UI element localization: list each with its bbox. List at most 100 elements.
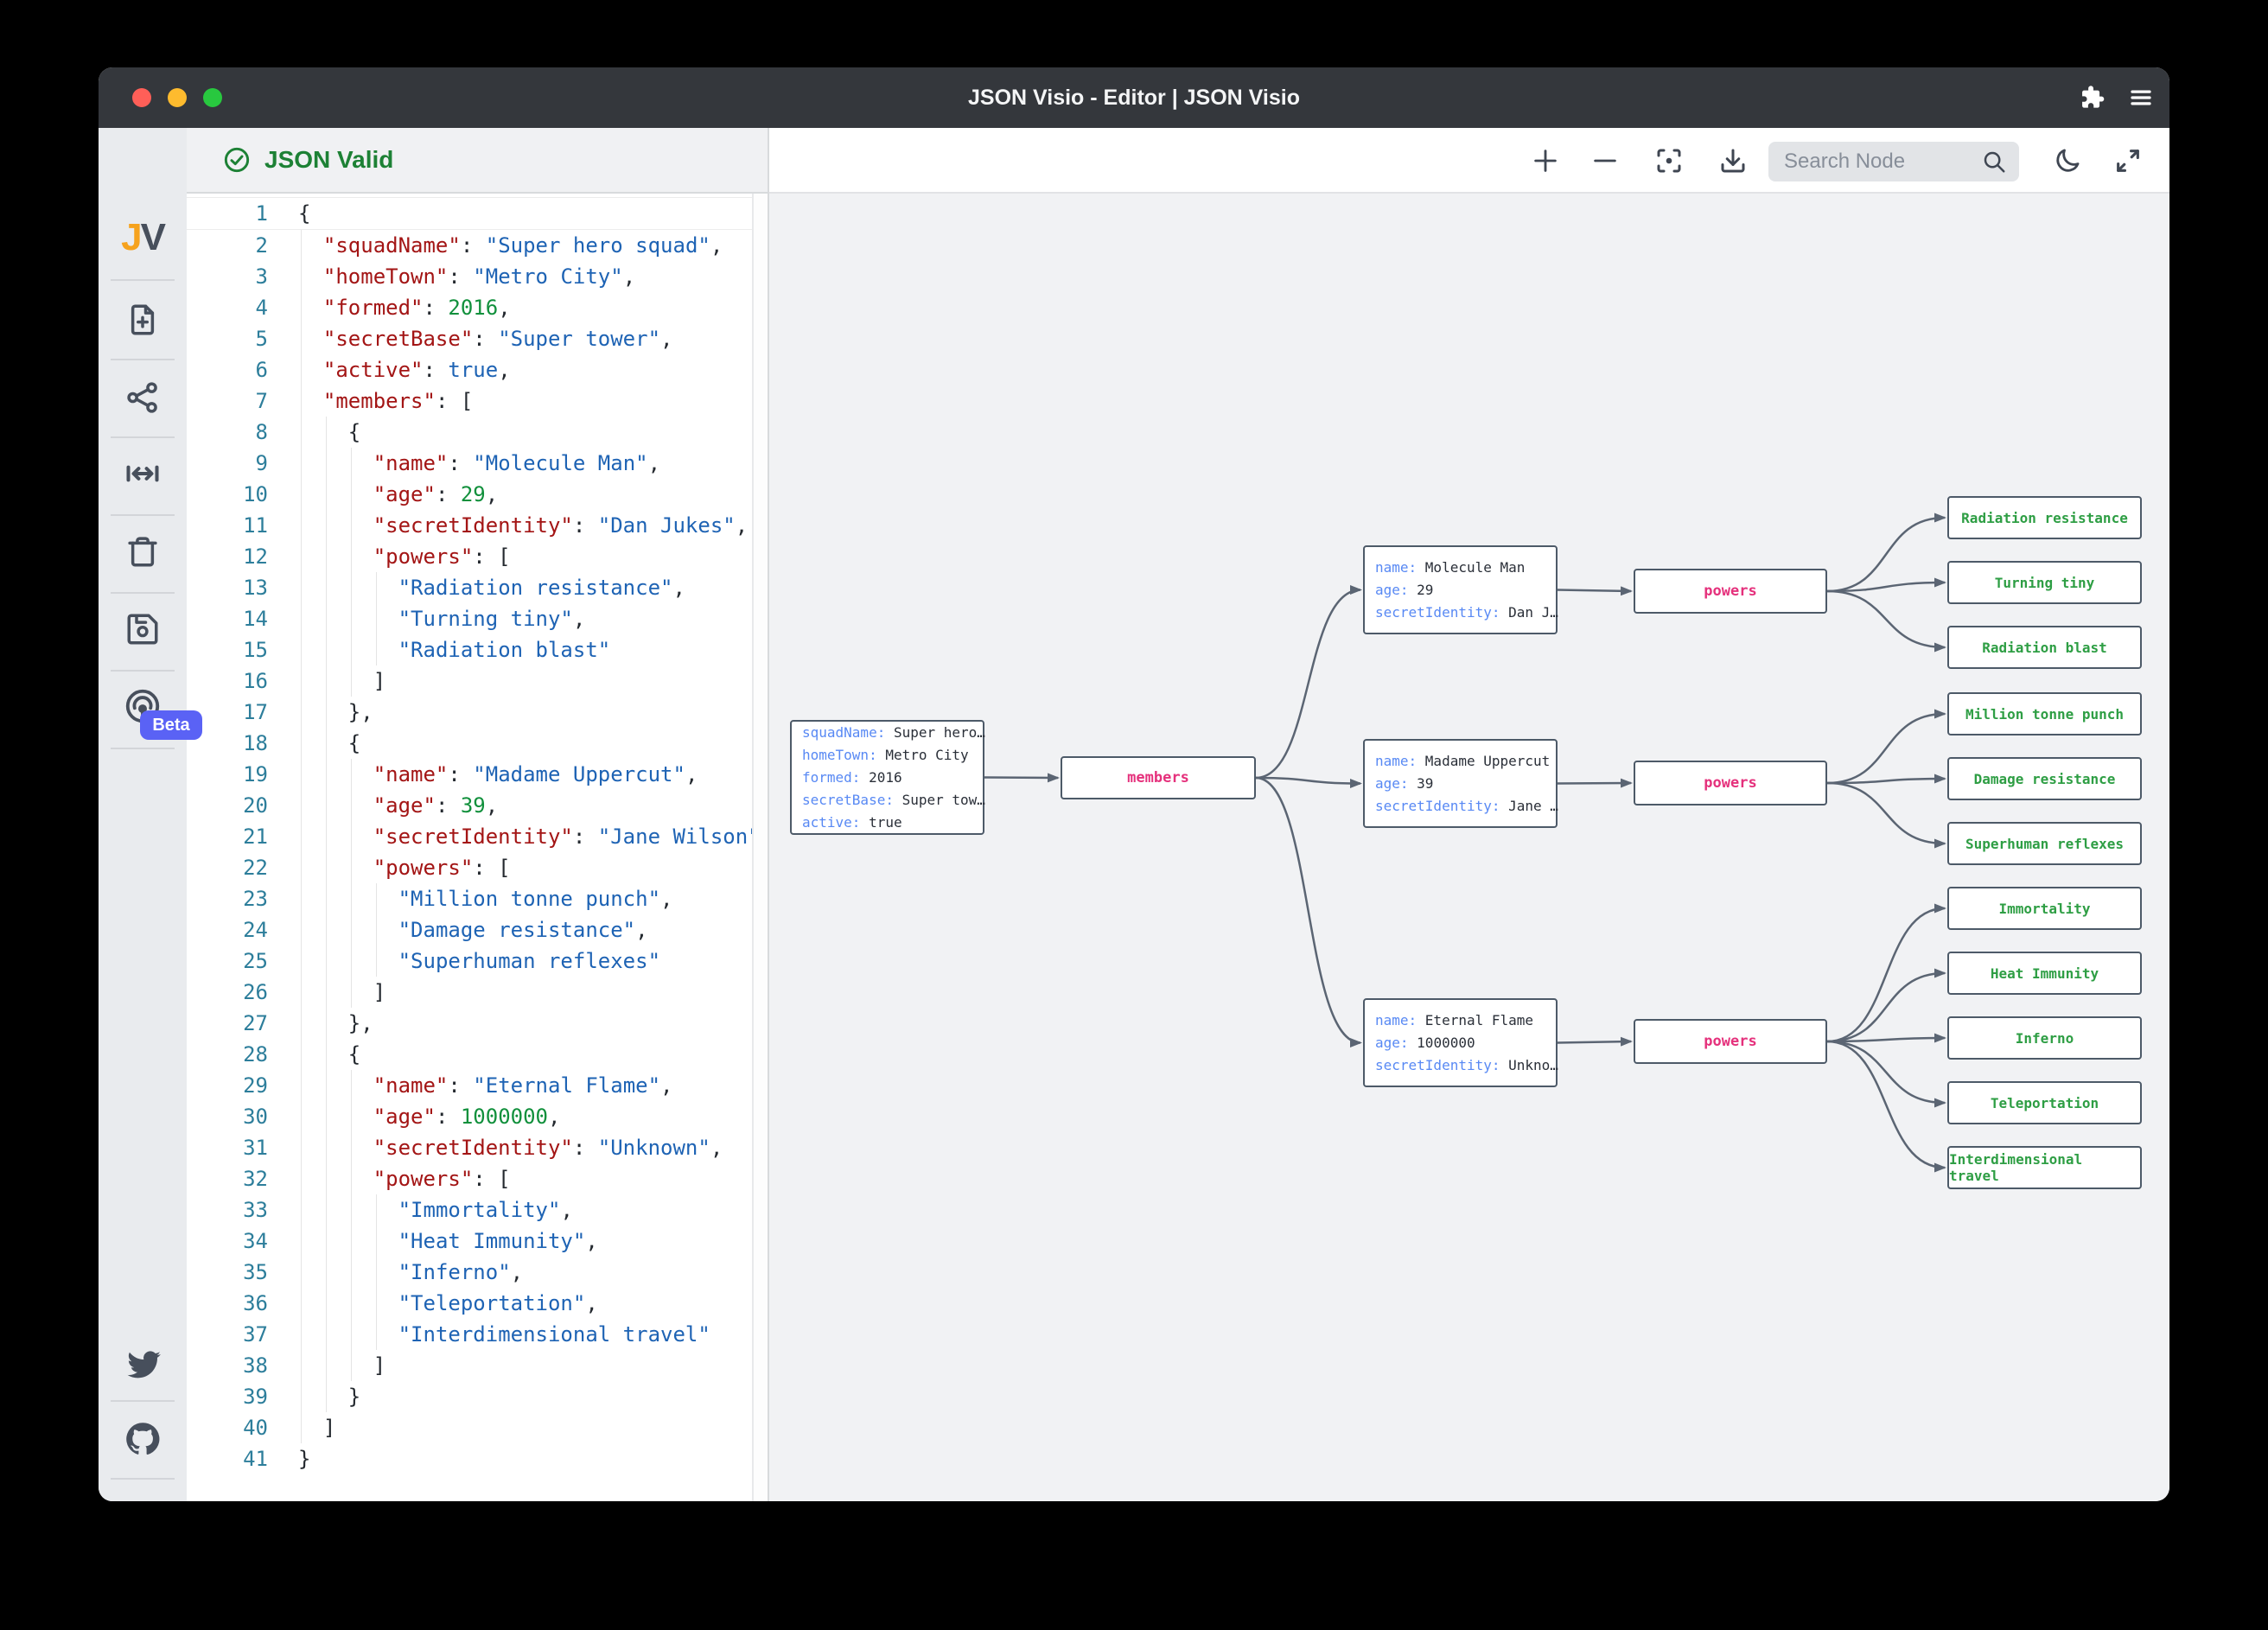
- graph-canvas[interactable]: squadName: Super hero…homeTown: Metro Ci…: [769, 194, 2169, 1501]
- graph-node-l11[interactable]: Interdimensional travel: [1947, 1146, 2142, 1189]
- line-number: 25: [243, 949, 268, 973]
- editor-scrollbar[interactable]: [752, 194, 768, 1501]
- zoom-window-button[interactable]: [203, 88, 222, 107]
- indent-guide: [301, 1288, 302, 1319]
- share-icon[interactable]: [99, 372, 187, 423]
- graph-node-members[interactable]: members: [1061, 756, 1256, 799]
- twitter-icon[interactable]: [99, 1337, 187, 1389]
- center-focus-button[interactable]: [1648, 140, 1690, 181]
- code-line-9[interactable]: 9"name": "Molecule Man",: [187, 448, 768, 479]
- code-line-23[interactable]: 23"Million tonne punch",: [187, 883, 768, 914]
- code-line-4[interactable]: 4 "formed": 2016,: [187, 292, 768, 323]
- graph-node-l4[interactable]: Million tonne punch: [1947, 692, 2142, 735]
- code-line-10[interactable]: 10"age": 29,: [187, 479, 768, 510]
- github-icon[interactable]: [99, 1413, 187, 1465]
- code-line-22[interactable]: 22"powers": [: [187, 852, 768, 883]
- indent-guide: [301, 417, 302, 448]
- graph-node-p2[interactable]: powers: [1634, 761, 1827, 805]
- code-line-27[interactable]: 27},: [187, 1008, 768, 1039]
- code-line-11[interactable]: 11"secretIdentity": "Dan Jukes",: [187, 510, 768, 541]
- code-line-26[interactable]: 26]: [187, 977, 768, 1008]
- code-line-33[interactable]: 33"Immortality",: [187, 1194, 768, 1226]
- new-document-icon[interactable]: [99, 294, 187, 346]
- code-line-18[interactable]: 18{: [187, 728, 768, 759]
- browser-menu-icon[interactable]: [2128, 85, 2154, 111]
- code-line-2[interactable]: 2"squadName": "Super hero squad",: [187, 230, 768, 261]
- code-line-35[interactable]: 35"Inferno",: [187, 1257, 768, 1288]
- code-line-38[interactable]: 38]: [187, 1350, 768, 1381]
- search-icon[interactable]: [1981, 149, 2007, 175]
- code-line-15[interactable]: 15"Radiation blast": [187, 634, 768, 665]
- code-line-17[interactable]: 17},: [187, 697, 768, 728]
- graph-node-l2[interactable]: Turning tiny: [1947, 561, 2142, 604]
- code-line-40[interactable]: 40]: [187, 1412, 768, 1443]
- extension-puzzle-icon[interactable]: [2078, 84, 2106, 111]
- zoom-out-button[interactable]: [1584, 140, 1626, 181]
- code-line-8[interactable]: 8{: [187, 417, 768, 448]
- close-window-button[interactable]: [132, 88, 151, 107]
- code-text: },: [347, 700, 373, 724]
- code-line-41[interactable]: 41}: [187, 1443, 768, 1474]
- line-number: 11: [243, 513, 268, 538]
- graph-node-p1[interactable]: powers: [1634, 569, 1827, 614]
- code-line-36[interactable]: 36"Teleportation",: [187, 1288, 768, 1319]
- save-icon[interactable]: [99, 603, 187, 655]
- code-line-34[interactable]: 34"Heat Immunity",: [187, 1226, 768, 1257]
- indent-guide: [301, 603, 302, 634]
- code-line-6[interactable]: 6"active": true,: [187, 354, 768, 385]
- code-text: "formed": 2016,: [322, 296, 511, 320]
- code-line-31[interactable]: 31"secretIdentity": "Unknown",: [187, 1132, 768, 1163]
- search-node-input[interactable]: [1768, 150, 1981, 174]
- graph-node-p3[interactable]: powers: [1634, 1019, 1827, 1064]
- code-line-25[interactable]: 25"Superhuman reflexes": [187, 946, 768, 977]
- patreon-icon[interactable]: [99, 1491, 187, 1501]
- code-line-1[interactable]: 1{: [187, 197, 768, 230]
- code-line-28[interactable]: 28{: [187, 1039, 768, 1070]
- line-number: 4: [255, 296, 268, 320]
- code-text: {: [347, 420, 361, 444]
- code-line-21[interactable]: 21"secretIdentity": "Jane Wilson",: [187, 821, 768, 852]
- code-line-7[interactable]: 7"members": [: [187, 385, 768, 417]
- delete-icon[interactable]: [99, 525, 187, 577]
- panel-divider[interactable]: [768, 128, 769, 1501]
- line-number: 2: [255, 233, 268, 258]
- minimize-window-button[interactable]: [168, 88, 187, 107]
- code-line-30[interactable]: 30"age": 1000000,: [187, 1101, 768, 1132]
- graph-node-l10[interactable]: Teleportation: [1947, 1081, 2142, 1124]
- graph-node-root[interactable]: squadName: Super hero…homeTown: Metro Ci…: [790, 720, 985, 835]
- download-button[interactable]: [1712, 140, 1754, 181]
- graph-node-l6[interactable]: Superhuman reflexes: [1947, 822, 2142, 865]
- graph-node-l5[interactable]: Damage resistance: [1947, 757, 2142, 800]
- node-label: Radiation resistance: [1961, 509, 2128, 526]
- graph-node-l3[interactable]: Radiation blast: [1947, 626, 2142, 669]
- code-text: "age": 29,: [373, 482, 499, 506]
- code-line-14[interactable]: 14"Turning tiny",: [187, 603, 768, 634]
- zoom-in-button[interactable]: [1525, 140, 1566, 181]
- fit-width-icon[interactable]: [99, 448, 187, 500]
- graph-node-l9[interactable]: Inferno: [1947, 1016, 2142, 1060]
- node-field: age: 1000000: [1375, 1034, 1475, 1051]
- code-line-20[interactable]: 20"age": 39,: [187, 790, 768, 821]
- code-line-29[interactable]: 29"name": "Eternal Flame",: [187, 1070, 768, 1101]
- code-line-16[interactable]: 16]: [187, 665, 768, 697]
- code-line-37[interactable]: 37"Interdimensional travel": [187, 1319, 768, 1350]
- code-line-24[interactable]: 24"Damage resistance",: [187, 914, 768, 946]
- json-editor[interactable]: 1{2"squadName": "Super hero squad",3"hom…: [187, 194, 768, 1501]
- dark-mode-moon-icon[interactable]: [2047, 140, 2088, 181]
- code-line-32[interactable]: 32"powers": [: [187, 1163, 768, 1194]
- code-line-12[interactable]: 12"powers": [: [187, 541, 768, 572]
- code-line-5[interactable]: 5"secretBase": "Super tower",: [187, 323, 768, 354]
- code-line-39[interactable]: 39}: [187, 1381, 768, 1412]
- check-circle-icon: [223, 146, 251, 174]
- code-line-3[interactable]: 3"homeTown": "Metro City",: [187, 261, 768, 292]
- graph-node-l8[interactable]: Heat Immunity: [1947, 952, 2142, 995]
- graph-node-l7[interactable]: Immortality: [1947, 887, 2142, 930]
- code-line-13[interactable]: 13"Radiation resistance",: [187, 572, 768, 603]
- graph-node-l1[interactable]: Radiation resistance: [1947, 496, 2142, 539]
- code-line-19[interactable]: 19"name": "Madame Uppercut",: [187, 759, 768, 790]
- fullscreen-icon[interactable]: [2107, 140, 2149, 181]
